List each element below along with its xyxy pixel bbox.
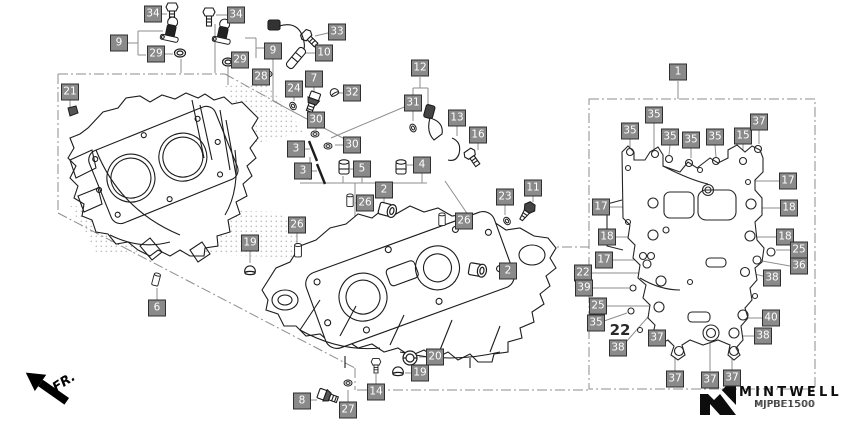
upper-crankcase-art: [67, 92, 259, 263]
callout-18[interactable]: 18: [780, 199, 798, 217]
callout-24[interactable]: 24: [285, 80, 303, 98]
callout-34[interactable]: 34: [227, 6, 245, 24]
callout-28[interactable]: 28: [252, 68, 270, 86]
callout-2[interactable]: 2: [499, 262, 517, 280]
side-view-gasket-art: [606, 144, 776, 361]
callout-35[interactable]: 35: [587, 314, 605, 332]
callout-2[interactable]: 2: [375, 181, 393, 199]
part-code-text: MJPBE1500: [754, 399, 815, 410]
callout-10[interactable]: 10: [315, 44, 333, 62]
callout-6[interactable]: 6: [148, 299, 166, 317]
callout-17[interactable]: 17: [779, 172, 797, 190]
callout-20[interactable]: 20: [426, 348, 444, 366]
callout-19[interactable]: 19: [241, 234, 259, 252]
front-direction-arrow: FR.: [25, 370, 78, 405]
callout-18[interactable]: 18: [776, 228, 794, 246]
callout-37[interactable]: 37: [723, 369, 741, 387]
callout-32[interactable]: 32: [343, 84, 361, 102]
callout-37[interactable]: 37: [666, 370, 684, 388]
callout-7[interactable]: 7: [305, 70, 323, 88]
callout-35[interactable]: 35: [661, 128, 679, 146]
stipple-shade-upper: [224, 84, 304, 144]
callout-5[interactable]: 5: [353, 160, 371, 178]
callout-3[interactable]: 3: [287, 140, 305, 158]
callout-38[interactable]: 38: [763, 269, 781, 287]
callout-19[interactable]: 19: [411, 364, 429, 382]
callout-3[interactable]: 3: [294, 162, 312, 180]
callout-39[interactable]: 39: [575, 279, 593, 297]
callout-37[interactable]: 37: [648, 329, 666, 347]
callout-38[interactable]: 38: [609, 339, 627, 357]
callout-37[interactable]: 37: [750, 113, 768, 131]
callout-38[interactable]: 38: [754, 327, 772, 345]
callout-1[interactable]: 1: [669, 63, 687, 81]
callout-29[interactable]: 29: [231, 51, 249, 69]
callout-40[interactable]: 40: [762, 309, 780, 327]
callout-37[interactable]: 37: [701, 371, 719, 389]
callout-14[interactable]: 14: [367, 383, 385, 401]
callout-30[interactable]: 30: [307, 111, 325, 129]
callout-27[interactable]: 27: [339, 401, 357, 419]
callout-35[interactable]: 35: [682, 131, 700, 149]
callout-29[interactable]: 29: [147, 45, 165, 63]
callout-26[interactable]: 26: [356, 194, 374, 212]
callout-34[interactable]: 34: [144, 5, 162, 23]
callout-35[interactable]: 35: [645, 106, 663, 124]
callout-13[interactable]: 13: [448, 109, 466, 127]
callout-21[interactable]: 21: [61, 83, 79, 101]
callout-25[interactable]: 25: [790, 241, 808, 259]
callout-4[interactable]: 4: [413, 156, 431, 174]
callout-26[interactable]: 26: [455, 212, 473, 230]
callout-22[interactable]: 22: [609, 321, 631, 339]
callout-31[interactable]: 31: [404, 94, 422, 112]
callout-33[interactable]: 33: [328, 23, 346, 41]
callout-25[interactable]: 25: [589, 297, 607, 315]
callout-18[interactable]: 18: [598, 228, 616, 246]
callout-22[interactable]: 22: [574, 264, 592, 282]
callout-36[interactable]: 36: [790, 257, 808, 275]
callout-35[interactable]: 35: [706, 128, 724, 146]
lower-crankcase-art: [261, 205, 557, 368]
brand-logo-mark: [700, 384, 736, 415]
callout-15[interactable]: 15: [734, 127, 752, 145]
callout-26[interactable]: 26: [288, 216, 306, 234]
callout-12[interactable]: 12: [411, 59, 429, 77]
callout-23[interactable]: 23: [496, 188, 514, 206]
callout-35[interactable]: 35: [621, 122, 639, 140]
callout-8[interactable]: 8: [293, 392, 311, 410]
callout-11[interactable]: 11: [524, 179, 542, 197]
callout-9[interactable]: 9: [110, 34, 128, 52]
callout-30[interactable]: 30: [343, 136, 361, 154]
callout-17[interactable]: 17: [592, 198, 610, 216]
callout-16[interactable]: 16: [469, 126, 487, 144]
brand-text: MINTWELL: [739, 385, 842, 400]
callout-9[interactable]: 9: [264, 42, 282, 60]
small-parts-art: [67, 2, 539, 406]
callout-17[interactable]: 17: [595, 251, 613, 269]
